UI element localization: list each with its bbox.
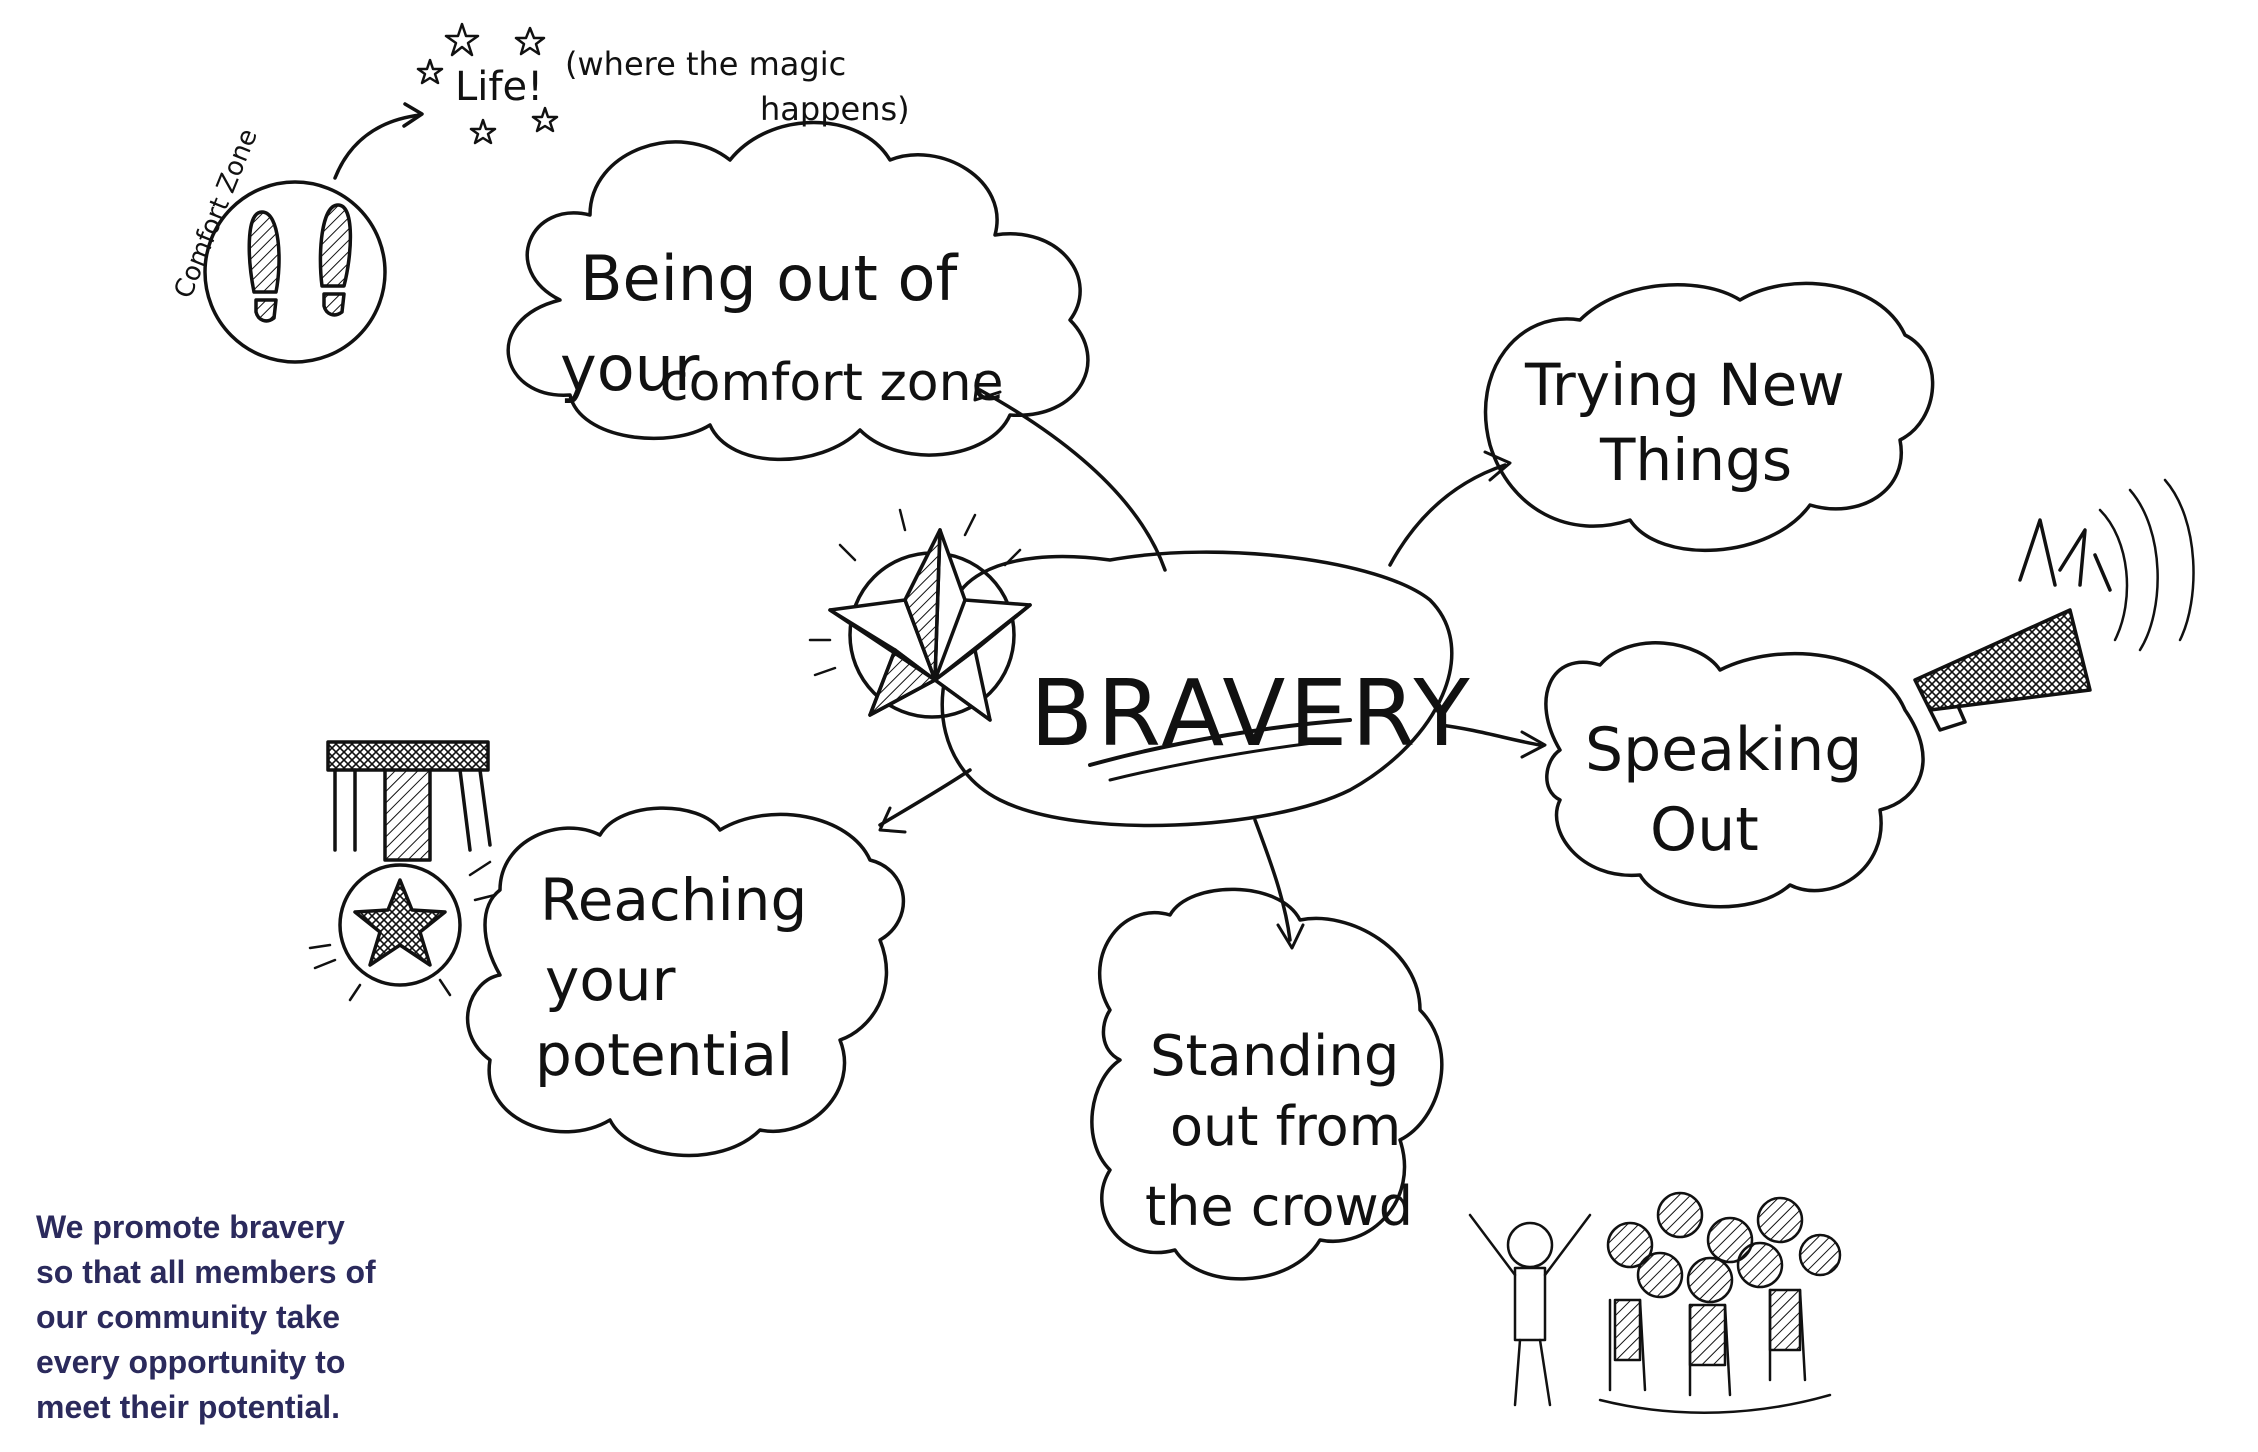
node-potential-line-3: potential — [535, 1021, 793, 1089]
arrow-to-comfort-zone — [978, 388, 1167, 572]
star-doodles — [416, 22, 559, 145]
node-speaking-line-2: Out — [1650, 795, 1759, 865]
node-potential-line-2: your — [545, 946, 676, 1014]
caption-line: every opportunity to — [36, 1344, 346, 1380]
center-underline — [1088, 718, 1352, 767]
node-speaking-line-1: Speaking — [1585, 715, 1862, 785]
node-trying-text: Trying New Things — [1524, 351, 1845, 494]
node-comfort-zone-text: Being out of your comfort zone — [560, 242, 1004, 413]
magic-label-1: (where the magic — [565, 45, 846, 83]
cloud-speaking-out — [1544, 641, 1925, 909]
node-comfort-line-2: your — [560, 332, 700, 405]
node-potential-line-1: Reaching — [540, 866, 807, 934]
center-ellipse — [940, 550, 1454, 828]
center-label: BRAVERY — [1030, 660, 1474, 767]
comfort-zone-doodle — [203, 22, 559, 364]
cloud-trying-new-things — [1483, 281, 1935, 553]
magic-label-2: happens) — [760, 90, 910, 128]
arrow-to-speaking — [1438, 723, 1542, 747]
cloud-standing-out — [1090, 887, 1444, 1281]
arrow-to-trying — [1388, 463, 1507, 567]
comfort-zone-circle — [203, 180, 387, 364]
caption-line: so that all members of — [36, 1254, 376, 1290]
arrow-to-life — [333, 113, 422, 180]
node-standing-text: Standing out from the crowd — [1145, 1024, 1413, 1238]
cloud-comfort-zone — [506, 120, 1090, 462]
node-speaking-text: Speaking Out — [1585, 715, 1862, 865]
node-standing-line-1: Standing — [1150, 1024, 1399, 1089]
crowd-icon — [1468, 1191, 1842, 1414]
caption-line: We promote bravery — [36, 1209, 345, 1245]
node-trying-line-2: Things — [1599, 426, 1792, 494]
star-icon — [808, 508, 1032, 722]
cloud-reaching-potential — [465, 806, 906, 1158]
arrow-to-standing — [1253, 818, 1292, 942]
megaphone-icon — [1913, 478, 2195, 732]
mission-caption: We promote bravery so that all members o… — [36, 1205, 456, 1430]
arrow-to-potential — [878, 768, 972, 827]
connectors — [878, 373, 1547, 950]
node-standing-line-3: the crowd — [1145, 1175, 1413, 1238]
center-label-group: BRAVERY — [1030, 660, 1474, 767]
caption-line: meet their potential. — [36, 1389, 341, 1425]
footprints-icon — [247, 203, 353, 323]
node-comfort-line-1: Being out of — [580, 242, 959, 315]
node-potential-text: Reaching your potential — [535, 866, 807, 1089]
caption-line: our community take — [36, 1299, 341, 1335]
life-label: Life! — [455, 64, 543, 110]
node-comfort-line-3: comfort zone — [660, 353, 1004, 413]
node-trying-line-1: Trying New — [1524, 351, 1845, 419]
medal-icon — [308, 740, 497, 1002]
node-standing-line-2: out from — [1170, 1095, 1401, 1158]
